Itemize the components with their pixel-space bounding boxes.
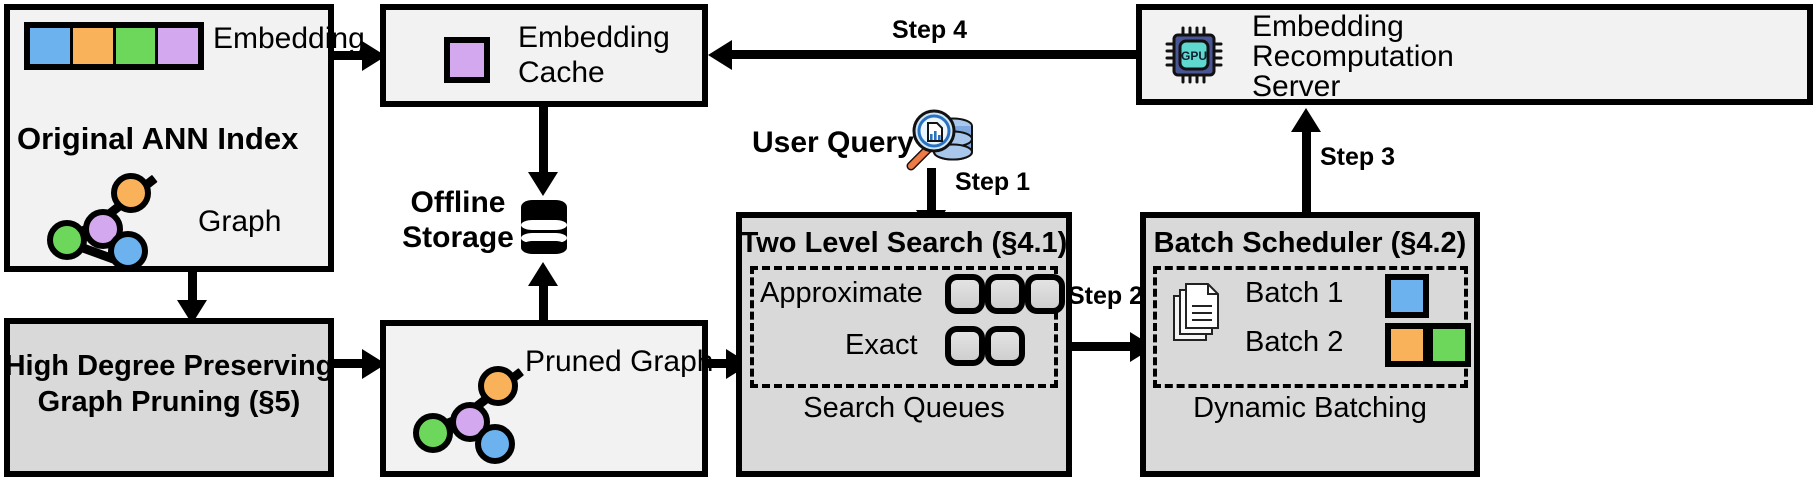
graph-node-blue bbox=[108, 231, 148, 271]
two-level-search-title: Two Level Search (§4.1) bbox=[740, 227, 1068, 259]
batch-1-label: Batch 1 bbox=[1245, 277, 1344, 309]
gpu-icon-text: GPU bbox=[1181, 49, 1207, 63]
search-document-database-icon bbox=[906, 109, 973, 171]
arrow-cache-to-storage-head bbox=[528, 172, 558, 196]
search-queues-dashed-region bbox=[750, 266, 1058, 388]
user-query-label: User Query bbox=[752, 126, 914, 159]
arrow-step4-head bbox=[708, 40, 732, 70]
embedding-cell-purple bbox=[158, 28, 198, 64]
embedding-cell-green bbox=[115, 28, 159, 64]
graph-pruning-box bbox=[4, 318, 334, 477]
batch-scheduler-title: Batch Scheduler (§4.2) bbox=[1153, 227, 1467, 259]
offline-storage-label-line2: Storage bbox=[402, 221, 514, 254]
pruned-graph-box bbox=[380, 320, 708, 477]
embedding-cell-blue bbox=[30, 28, 73, 64]
graph-label: Graph bbox=[198, 205, 282, 238]
exact-row-label: Exact bbox=[845, 329, 918, 361]
embedding-label: Embedding bbox=[213, 22, 365, 55]
database-cylinder-icon bbox=[521, 200, 567, 254]
approximate-queue-slot-3[interactable] bbox=[1025, 274, 1065, 314]
arrow-pruning-to-pruned-line bbox=[334, 359, 370, 368]
original-ann-index-title: Original ANN Index bbox=[17, 121, 299, 156]
arrow-step3-line bbox=[1302, 130, 1311, 212]
batch-2-label: Batch 2 bbox=[1245, 326, 1344, 358]
graph-node-orange bbox=[111, 173, 151, 213]
arrow-index-to-pruning-line bbox=[188, 272, 197, 306]
arrow-pruned-to-search-line bbox=[708, 359, 734, 368]
arrow-step3-head bbox=[1291, 108, 1321, 132]
gpu-chip-icon: GPU bbox=[1165, 26, 1223, 84]
pruned-node-green bbox=[413, 413, 453, 453]
step-4-label: Step 4 bbox=[892, 16, 968, 44]
documents-stack-icon bbox=[1173, 283, 1219, 341]
offline-storage-label-line1: Offline bbox=[410, 186, 506, 219]
recomputation-server-line3: Server bbox=[1252, 70, 1341, 103]
pruned-graph-label: Pruned Graph bbox=[525, 345, 714, 378]
embedding-cache-title-line2: Cache bbox=[518, 56, 605, 89]
recomputation-server-line2: Recomputation bbox=[1252, 40, 1454, 73]
embedding-cache-box bbox=[380, 4, 708, 107]
arrow-cache-to-storage-line bbox=[539, 107, 548, 179]
approximate-queue-slot-2[interactable] bbox=[985, 274, 1025, 314]
arrow-step1-line bbox=[927, 168, 936, 218]
step-2-label: Step 2 bbox=[1068, 282, 1144, 310]
batch-2-chip-orange bbox=[1385, 323, 1429, 367]
pruned-node-orange bbox=[478, 366, 518, 406]
embedding-cell-orange bbox=[72, 28, 116, 64]
dynamic-batching-caption: Dynamic Batching bbox=[1193, 392, 1427, 424]
arrow-step4-line bbox=[730, 50, 1136, 59]
arrow-pruned-to-storage-line bbox=[539, 286, 548, 324]
arrow-index-to-cache-line bbox=[334, 51, 370, 60]
pruned-node-blue bbox=[475, 424, 515, 464]
arrow-step2-line bbox=[1072, 342, 1138, 351]
approximate-queue-slot-1[interactable] bbox=[945, 274, 985, 314]
recomputation-server-line1: Embedding bbox=[1252, 10, 1404, 43]
graph-pruning-title-line1: High Degree Preserving bbox=[4, 350, 334, 382]
graph-pruning-title-line2: Graph Pruning (§5) bbox=[37, 386, 301, 418]
batch-2-chip-green bbox=[1427, 323, 1471, 367]
embedding-color-strip bbox=[24, 22, 204, 70]
batch-1-chip-blue bbox=[1385, 274, 1429, 318]
search-queues-caption: Search Queues bbox=[803, 392, 1005, 424]
graph-node-green bbox=[47, 220, 87, 260]
embedding-cache-swatch bbox=[444, 37, 490, 83]
recomputation-server-box bbox=[1136, 4, 1813, 105]
step-3-label: Step 3 bbox=[1320, 143, 1396, 171]
embedding-cache-title-line1: Embedding bbox=[518, 21, 670, 54]
step-1-label: Step 1 bbox=[955, 168, 1031, 196]
arrow-pruned-to-storage-head bbox=[528, 262, 558, 286]
exact-queue-slot-2[interactable] bbox=[985, 326, 1025, 366]
approximate-row-label: Approximate bbox=[760, 277, 923, 309]
exact-queue-slot-1[interactable] bbox=[945, 326, 985, 366]
